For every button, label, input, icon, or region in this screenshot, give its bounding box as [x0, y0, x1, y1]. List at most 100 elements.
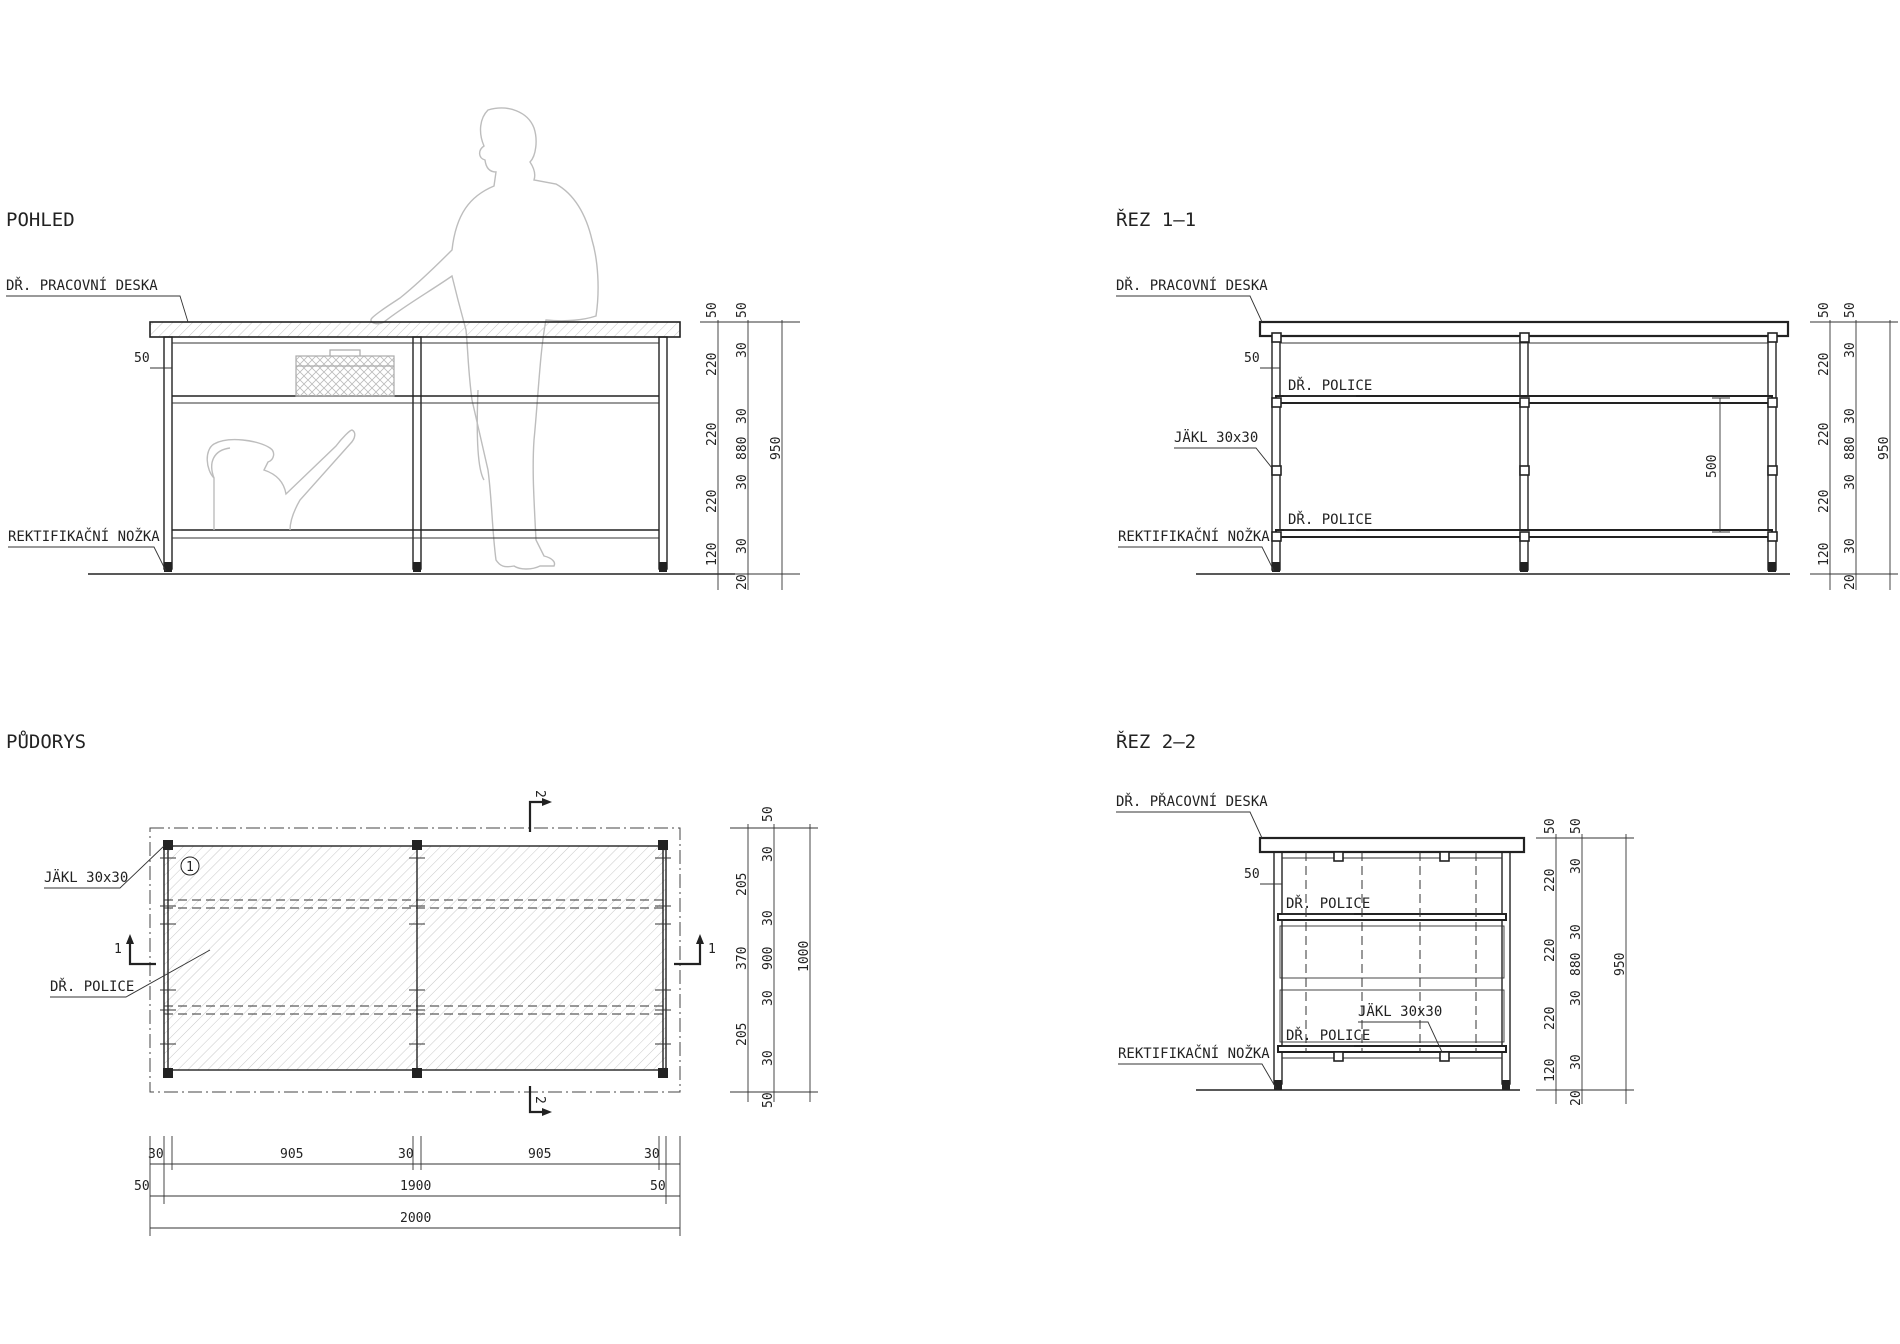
- view-pudorys: PŮDORYS 1 JÄKL 30x30 DŘ.: [6, 729, 818, 1236]
- dimension-chain-plan-vertical: [730, 824, 818, 1102]
- dim-220: 220: [1543, 869, 1558, 892]
- dim-30: 30: [1569, 990, 1584, 1006]
- dim-50: 50: [1569, 818, 1584, 834]
- dim-50: 50: [705, 302, 720, 318]
- label-foot: REKTIFIKAČNÍ NOŽKA: [1118, 1044, 1270, 1062]
- section-label: 1: [114, 942, 122, 957]
- dim-950: 950: [1877, 437, 1892, 460]
- dim-220: 220: [705, 490, 720, 513]
- dimension-500: [1712, 397, 1730, 533]
- dim-880: 880: [1843, 437, 1858, 460]
- label-foot: REKTIFIKAČNÍ NOŽKA: [8, 527, 160, 545]
- dim-side-50: 50: [1244, 867, 1260, 882]
- label-police: DŘ. POLICE: [50, 978, 134, 995]
- label-jakl: JÄKL 30x30: [1174, 428, 1258, 446]
- rail-center-dashes: [1305, 852, 1477, 1052]
- label-shelf-lower: DŘ. POLICE: [1288, 511, 1372, 528]
- dim-220: 220: [1543, 1007, 1558, 1030]
- dim-30: 30: [1843, 538, 1858, 554]
- dim-220: 220: [1817, 353, 1832, 376]
- shelves: [1277, 857, 1507, 1059]
- dim-120: 120: [1543, 1059, 1558, 1082]
- dimension-chain-pohled: [700, 320, 800, 590]
- view-title-rez-2-2: ŘEZ 2–2: [1116, 730, 1196, 753]
- dim-205: 205: [735, 873, 750, 896]
- view-title-pohled: POHLED: [6, 209, 75, 231]
- toolbox-icon: [295, 349, 395, 397]
- label-worktop: DŘ. PRACOVNÍ DESKA: [6, 277, 158, 294]
- dim-50: 50: [1817, 302, 1832, 318]
- dim-30: 30: [1843, 408, 1858, 424]
- frame-rails-plan: [167, 846, 664, 1070]
- dim-2000: 2000: [400, 1211, 431, 1226]
- dim-30: 30: [398, 1147, 414, 1162]
- dim-905: 905: [528, 1147, 551, 1162]
- dim-900: 900: [761, 947, 776, 970]
- dim-30: 30: [761, 846, 776, 862]
- jakl-profile-icons: [1271, 332, 1778, 542]
- dim-950: 950: [769, 437, 784, 460]
- dim-370: 370: [735, 947, 750, 970]
- view-pohled: POHLED: [6, 107, 800, 590]
- dim-50: 50: [1543, 818, 1558, 834]
- dim-220: 220: [705, 423, 720, 446]
- section-mark-1-right: [674, 934, 704, 966]
- worktop: [149, 321, 681, 338]
- dim-50: 50: [761, 1092, 776, 1108]
- dimension-chain-rez-1-1: [1810, 320, 1898, 590]
- dim-880: 880: [735, 437, 750, 460]
- dim-220: 220: [705, 353, 720, 376]
- dim-905: 905: [280, 1147, 303, 1162]
- label-shelf-upper: DŘ. POLICE: [1286, 895, 1370, 912]
- dim-120: 120: [705, 543, 720, 566]
- dim-50: 50: [1843, 302, 1858, 318]
- dim-30: 30: [1843, 474, 1858, 490]
- section-mark-2-top: [528, 798, 552, 832]
- jakl-profile-icons: [1333, 851, 1450, 1062]
- dim-50: 50: [761, 806, 776, 822]
- view-title-rez-1-1: ŘEZ 1–1: [1116, 208, 1196, 231]
- worktop-outline: [149, 827, 681, 1093]
- dim-side-50: 50: [134, 351, 150, 366]
- section-mark-1-left: [126, 934, 156, 966]
- dim-220: 220: [1817, 423, 1832, 446]
- dim-950: 950: [1613, 953, 1628, 976]
- view-rez-1-1: ŘEZ 1–1: [1116, 208, 1898, 590]
- dim-30: 30: [735, 408, 750, 424]
- dim-220: 220: [1543, 939, 1558, 962]
- section-label: 1: [708, 942, 716, 957]
- dim-1900: 1900: [400, 1179, 431, 1194]
- dim-220: 220: [1817, 490, 1832, 513]
- label-shelf-upper: DŘ. POLICE: [1288, 377, 1372, 394]
- section-label: 2: [532, 1096, 547, 1104]
- dim-30: 30: [1569, 1054, 1584, 1070]
- dim-side-50: 50: [1244, 351, 1260, 366]
- dim-30: 30: [1843, 342, 1858, 358]
- dim-30: 30: [1569, 858, 1584, 874]
- section-mark-2-bottom: [528, 1086, 552, 1116]
- dim-30: 30: [735, 538, 750, 554]
- dim-30: 30: [1569, 924, 1584, 940]
- label-shelf-lower: DŘ. POLICE: [1286, 1027, 1370, 1044]
- dim-30: 30: [761, 910, 776, 926]
- dim-50: 50: [134, 1179, 150, 1194]
- dim-30: 30: [644, 1147, 660, 1162]
- dim-30: 30: [148, 1147, 164, 1162]
- label-worktop: DŘ. PRACOVNÍ DESKA: [1116, 277, 1268, 294]
- view-title-pudorys: PŮDORYS: [6, 729, 86, 753]
- marker-number: 1: [186, 860, 194, 875]
- position-marker: [180, 856, 200, 876]
- watering-can-icon: [206, 429, 356, 531]
- dim-50: 50: [650, 1179, 666, 1194]
- dim-20: 20: [735, 574, 750, 590]
- dim-205: 205: [735, 1023, 750, 1046]
- leg-posts-plan: [160, 840, 671, 1078]
- person-silhouette-icon: [370, 107, 599, 570]
- dim-30: 30: [761, 1050, 776, 1066]
- dimension-chain-plan-horizontal: [149, 1136, 681, 1236]
- frame-legs: [163, 336, 668, 572]
- label-worktop: DŘ. PŘACOVNÍ DESKA: [1116, 793, 1268, 810]
- dimension-chain-rez-2-2: [1536, 834, 1634, 1104]
- worktop: [1258, 836, 1526, 854]
